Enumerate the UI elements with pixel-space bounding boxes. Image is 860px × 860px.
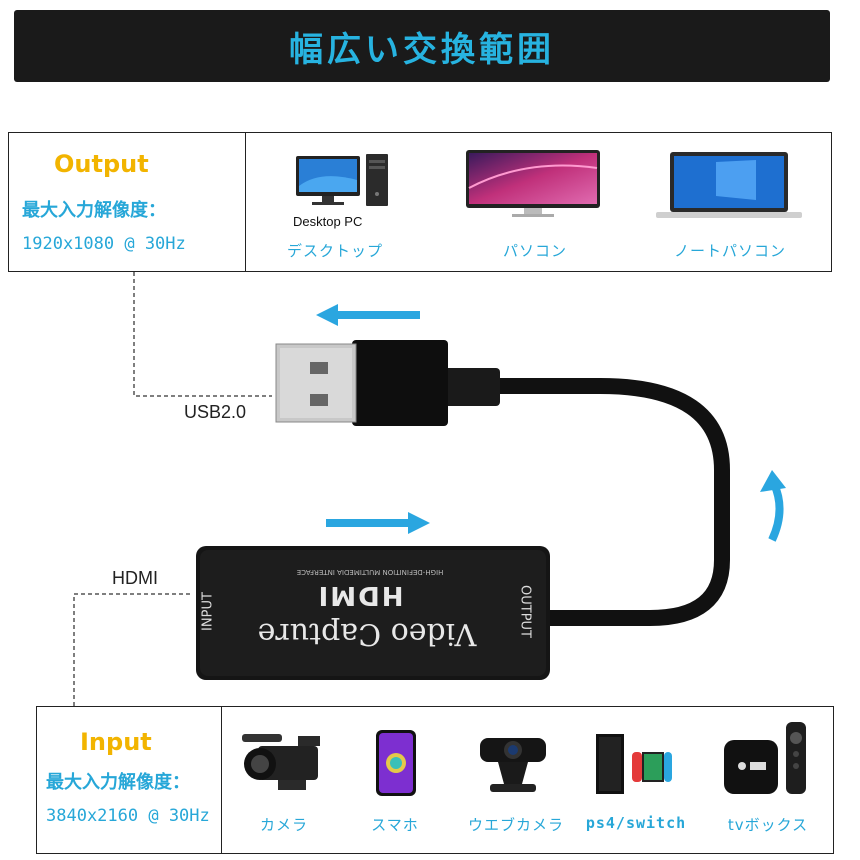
page-title: 幅広い交換範囲 <box>289 29 555 70</box>
device-label-phone: スマホ <box>371 816 419 834</box>
desktop-caption: Desktop PC <box>293 214 363 229</box>
smartphone-icon <box>376 730 416 796</box>
output-spec-label: 最大入力解像度： <box>22 200 166 221</box>
input-title: Input <box>80 728 152 756</box>
port-output-label: OUTPUT <box>517 585 533 638</box>
device-text: Video Capture <box>257 616 477 651</box>
device-brand: HDMI <box>316 580 404 610</box>
tv-box-icon <box>724 722 806 794</box>
webcam-icon <box>480 738 546 792</box>
output-spec-value: 1920x1080 @ 30Hz <box>22 234 186 254</box>
header-banner: 幅広い交換範囲 <box>14 10 830 82</box>
device-label-webcam: ウエブカメラ <box>467 816 564 834</box>
desktop-pc-icon <box>296 154 388 206</box>
input-spec-value: 3840x2160 @ 30Hz <box>46 806 210 826</box>
usb-label: USB2.0 <box>184 402 247 422</box>
arrow-left-icon <box>316 304 420 326</box>
curved-arrow-icon <box>760 470 786 542</box>
device-label-camera: カメラ <box>259 816 308 834</box>
device-label-console: ps4/switch <box>585 814 687 832</box>
device-label-tvbox: tvボックス <box>727 816 809 834</box>
device-label-laptop: ノートパソコン <box>673 242 786 260</box>
panel-divider <box>245 133 246 271</box>
capture-device <box>196 546 550 680</box>
device-subtext: HIGH-DEFINITION MULTIMEDIA INTERFACE <box>296 568 444 576</box>
camcorder-icon <box>242 734 320 790</box>
laptop-icon <box>656 152 802 218</box>
input-panel <box>36 706 834 854</box>
monitor-icon <box>466 150 600 217</box>
input-spec-label: 最大入力解像度： <box>46 772 190 793</box>
hdmi-label: HDMI <box>112 568 158 588</box>
arrow-right-icon <box>326 512 430 534</box>
port-input-label: INPUT <box>200 592 216 631</box>
device-label-pc: パソコン <box>502 242 567 260</box>
panel-divider <box>221 707 222 853</box>
output-title: Output <box>54 150 149 178</box>
game-console-icon <box>596 734 672 794</box>
device-label-desktop: デスクトップ <box>286 242 383 260</box>
